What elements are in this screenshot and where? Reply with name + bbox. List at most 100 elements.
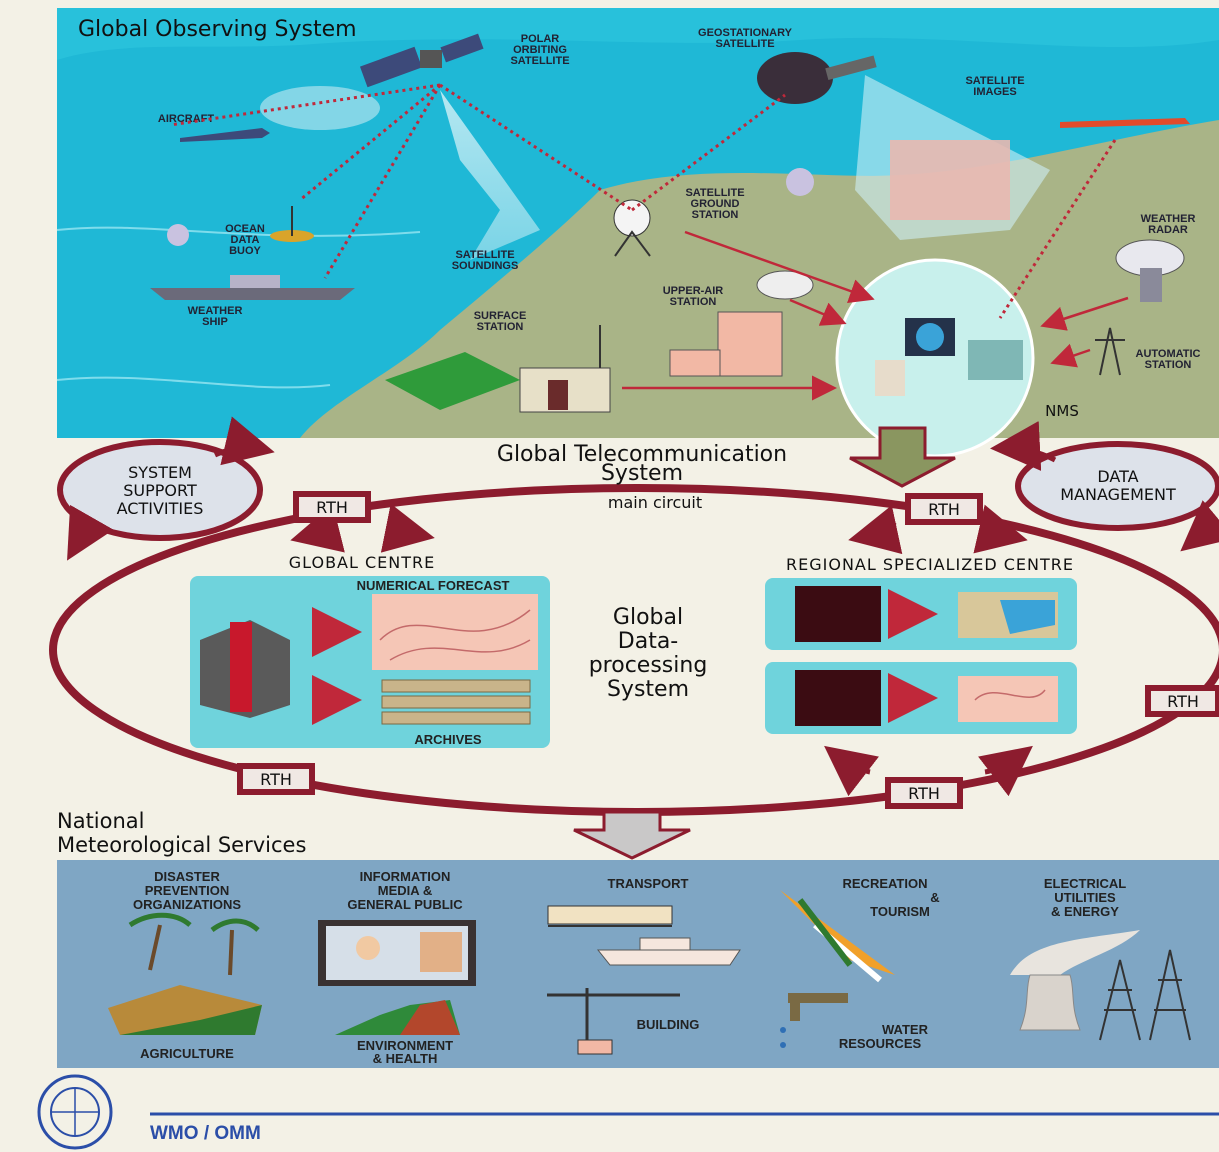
ground-label-2: GROUND xyxy=(691,198,740,210)
gts-title-line1: Global Telecommunication xyxy=(497,442,787,467)
rth-label: RTH xyxy=(908,784,940,803)
observing-title: Global Observing System xyxy=(78,17,357,42)
crane-icon xyxy=(547,988,680,1055)
surface-label-2: STATION xyxy=(477,321,524,333)
geo-label-1: GEOSTATIONARY xyxy=(698,27,793,39)
electrical-label-3: & ENERGY xyxy=(1051,904,1119,919)
power-plant-icon xyxy=(1010,930,1140,1031)
nms-label: NMS xyxy=(1045,402,1079,420)
gts-section: Global Telecommunication System main cir… xyxy=(49,416,1219,816)
palm-trees-icon xyxy=(128,912,260,976)
rth-label: RTH xyxy=(1167,692,1199,711)
buoy-icon xyxy=(270,206,314,242)
buoy-label-3: BUOY xyxy=(229,245,261,257)
geo-label-2: SATELLITE xyxy=(715,38,774,50)
services-title-line2: Meteorological Services xyxy=(57,833,306,857)
ship-label-1: WEATHER xyxy=(188,305,243,317)
building-label: BUILDING xyxy=(637,1017,700,1032)
rth-label: RTH xyxy=(316,498,348,517)
polar-label-1: POLAR xyxy=(521,33,560,45)
satellite-image-map xyxy=(890,140,1010,220)
agriculture-icon xyxy=(108,985,262,1035)
nms-centre xyxy=(835,258,1035,458)
balloon-icon xyxy=(167,224,189,246)
media-label-3: GENERAL PUBLIC xyxy=(347,897,463,912)
upper-air-station-icon xyxy=(669,270,814,377)
observation-arrows xyxy=(622,230,1129,401)
global-centre-panel: NUMERICAL FORECAST ARCHIVES xyxy=(190,576,550,748)
system-support-bubble: SYSTEM SUPPORT ACTIVITIES xyxy=(57,439,263,541)
wmo-emblem-icon xyxy=(37,1074,113,1150)
media-label-2: MEDIA & xyxy=(378,883,432,898)
regional-centre-panel-top xyxy=(765,578,1077,650)
services-section: National Meteorological Services DISASTE… xyxy=(57,809,1219,1068)
recreation-label-1: RECREATION xyxy=(843,876,928,891)
soundings-label-2: SOUNDINGS xyxy=(452,260,519,272)
nms-to-gts-arrow xyxy=(849,426,956,488)
weather-radar-icon xyxy=(1115,239,1185,302)
gdps-title-line1: Global xyxy=(613,605,683,630)
ship-icon xyxy=(596,937,741,966)
ground-label-3: STATION xyxy=(692,209,739,221)
aircraft-icon xyxy=(180,128,270,142)
numerical-forecast-label: NUMERICAL FORECAST xyxy=(357,578,510,593)
polar-satellite-icon xyxy=(359,33,484,88)
system-support-line1: SYSTEM xyxy=(128,463,192,482)
disaster-label-1: DISASTER xyxy=(154,869,220,884)
gdps-title-line3: processing xyxy=(589,653,708,678)
forecast-map xyxy=(372,594,538,670)
upper-air-label-2: STATION xyxy=(670,296,717,308)
aircraft-right-icon xyxy=(1060,118,1190,128)
supercomputer-icon xyxy=(200,620,290,718)
gts-title-line2: System xyxy=(601,461,683,486)
gdps-title-line4: System xyxy=(607,677,689,702)
water-label-1: WATER xyxy=(882,1022,929,1037)
archives-icon xyxy=(381,679,531,725)
media-label-1: INFORMATION xyxy=(360,869,451,884)
data-management-line1: DATA xyxy=(1097,467,1138,486)
rth-node-top-left: RTH xyxy=(293,491,371,523)
water-label-2: RESOURCES xyxy=(839,1036,922,1051)
aircraft-label: AIRCRAFT xyxy=(158,113,214,125)
television-icon xyxy=(318,920,476,986)
main-circuit-label: main circuit xyxy=(608,493,702,512)
polar-label-3: SATELLITE xyxy=(510,55,569,67)
sounding-beam xyxy=(440,90,540,260)
upper-air-balloon-icon xyxy=(786,168,814,196)
images-label-2: IMAGES xyxy=(973,86,1016,98)
ship-label-2: SHIP xyxy=(202,316,228,328)
geostationary-satellite-icon xyxy=(757,52,877,104)
support-arrows xyxy=(67,416,1219,797)
rth-node-top-right: RTH xyxy=(905,493,983,525)
train-icon xyxy=(547,905,673,927)
archives-label: ARCHIVES xyxy=(414,732,482,747)
environment-label-2: & HEALTH xyxy=(373,1051,438,1066)
agriculture-label: AGRICULTURE xyxy=(140,1046,234,1061)
global-centre-label: GLOBAL CENTRE xyxy=(289,553,436,572)
satellite-links xyxy=(169,83,1117,319)
rth-node-bottom-left: RTH xyxy=(237,763,315,795)
electrical-label-2: UTILITIES xyxy=(1054,890,1116,905)
water-tap-icon xyxy=(780,993,848,1048)
electrical-label-1: ELECTRICAL xyxy=(1044,876,1126,891)
upper-air-label-1: UPPER-AIR xyxy=(663,285,724,297)
gdps-title-line2: Data- xyxy=(618,629,678,654)
transport-label: TRANSPORT xyxy=(608,876,689,891)
disaster-label-3: ORGANIZATIONS xyxy=(133,897,241,912)
system-support-line3: ACTIVITIES xyxy=(117,499,204,518)
data-management-line2: MANAGEMENT xyxy=(1060,485,1176,504)
radar-label-1: WEATHER xyxy=(1141,213,1196,225)
regional-centre-panel-bottom xyxy=(765,662,1077,734)
rth-label: RTH xyxy=(928,500,960,519)
polar-label-2: ORBITING xyxy=(513,44,567,56)
footer: WMO / OMM xyxy=(37,1074,1219,1150)
environment-label-1: ENVIRONMENT xyxy=(357,1038,453,1053)
automatic-label-2: STATION xyxy=(1145,359,1192,371)
buoy-label-1: OCEAN xyxy=(225,223,265,235)
regional-centre-label: REGIONAL SPECIALIZED CENTRE xyxy=(786,555,1074,574)
radar-label-2: RADAR xyxy=(1148,224,1188,236)
soundings-label-1: SATELLITE xyxy=(455,249,514,261)
observing-system-panel: Global Observing System POLAR ORBITING S… xyxy=(56,8,1219,458)
recreation-label-2: & xyxy=(930,890,939,905)
